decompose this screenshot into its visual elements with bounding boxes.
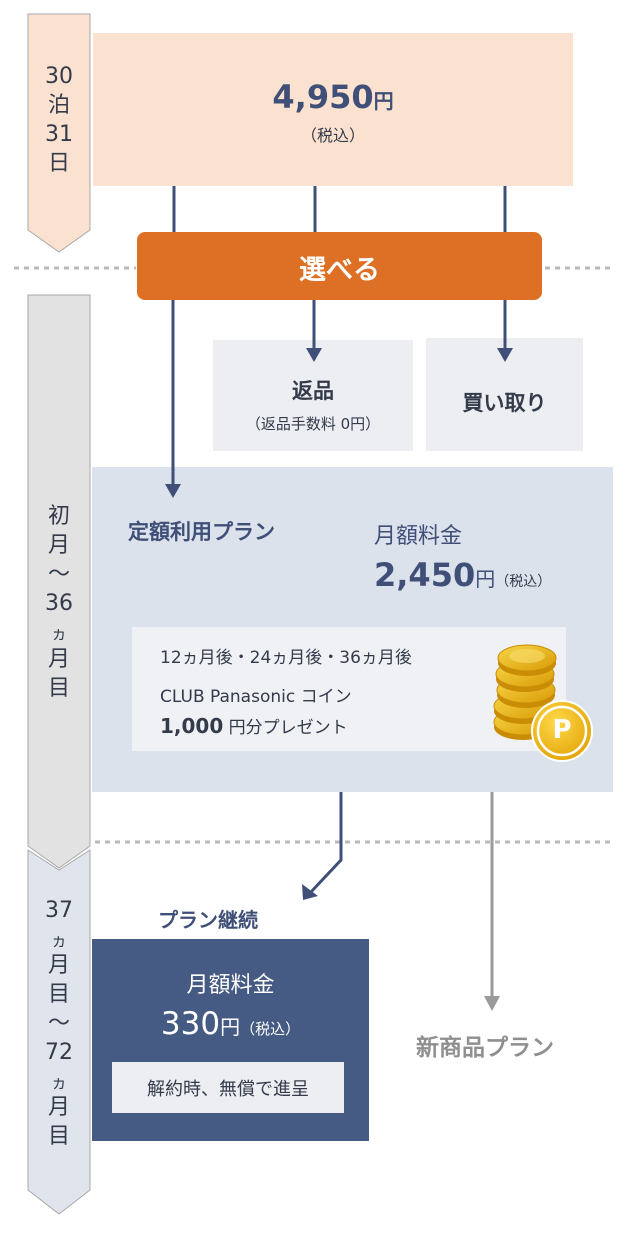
continue-monthly-label: 月額料金	[186, 973, 275, 998]
timeline-char: 月	[47, 647, 70, 672]
point-badge-letter: P	[552, 715, 572, 745]
subscription-monthly-label: 月額料金	[374, 524, 463, 549]
timeline-char: ヵ	[50, 624, 67, 643]
timeline-char: ヵ	[50, 1073, 67, 1092]
bonus-box	[132, 627, 566, 751]
choose-bar	[137, 232, 542, 300]
subscription-price-value: 2,450	[374, 556, 476, 594]
timeline-char: 36	[45, 591, 73, 616]
timeline-label-subscription: 初 月 〜 36 ヵ 月 目	[28, 504, 90, 714]
arrow-to-buyout	[497, 300, 513, 362]
timeline-char: 目	[47, 982, 70, 1007]
timeline-label-trial: 30 泊 31 日	[28, 64, 90, 184]
point-badge-icon	[531, 700, 593, 762]
subscription-price-yen: 円	[475, 567, 496, 591]
timeline-char: 31	[45, 122, 73, 147]
continue-price-tax: （税込）	[240, 1020, 301, 1038]
timeline-char: 目	[47, 1124, 70, 1149]
continue-note: 解約時、無償で進呈	[147, 1079, 309, 1100]
arrow-to-new-plan	[484, 792, 500, 1011]
return-note: （返品手数料 0円）	[245, 415, 381, 433]
trial-price-value: 4,950	[272, 78, 374, 116]
continuation-note-box	[112, 1062, 344, 1113]
arrow-to-plan-continuation	[302, 792, 343, 900]
timeline-char: 〜	[47, 562, 70, 587]
timeline-char: 72	[45, 1040, 73, 1065]
buyout-title: 買い取り	[462, 391, 547, 415]
bonus-amount-value: 1,000	[160, 714, 224, 738]
bonus-schedule: 12ヵ月後・24ヵ月後・36ヵ月後	[160, 648, 412, 668]
arrow-to-subscription	[165, 300, 181, 498]
arrow-to-return	[306, 300, 322, 362]
timeline-char: 30	[45, 64, 73, 89]
timeline-char: 初	[47, 504, 70, 529]
trial-tax: （税込）	[300, 126, 365, 145]
subscription-price: 2,450円（税込）	[374, 556, 551, 594]
timeline-char: 泊	[47, 93, 70, 118]
continue-plan-title: プラン継続	[158, 908, 258, 932]
return-title: 返品	[292, 379, 334, 403]
continue-price-value: 330	[160, 1006, 221, 1042]
bonus-amount: 1,000 円分プレゼント	[160, 713, 348, 738]
choose-label: 選べる	[299, 255, 380, 286]
new-plan-label: 新商品プラン	[416, 1035, 554, 1061]
subscription-price-tax: （税込）	[495, 574, 552, 590]
timeline-label-continuation: 37 ヵ 月 目 〜 72 ヵ 月 目	[28, 898, 90, 1168]
timeline-char: 月	[47, 1095, 70, 1120]
continue-price: 330円（税込）	[92, 1006, 369, 1042]
timeline-char: 月	[47, 533, 70, 558]
trial-price: 4,950円	[93, 78, 573, 116]
bonus-program: CLUB Panasonic コイン	[160, 687, 352, 707]
timeline-char: 日	[47, 151, 70, 176]
bonus-amount-text: 円分プレゼント	[223, 718, 348, 738]
trial-panel	[93, 33, 573, 186]
timeline-char: 目	[47, 676, 70, 701]
continue-price-yen: 円	[220, 1015, 241, 1039]
timeline-arrow-continuation	[27, 849, 91, 1215]
timeline-arrow-trial	[27, 13, 91, 253]
timeline-char: 37	[45, 898, 73, 923]
subscription-title: 定額利用プラン	[128, 520, 275, 544]
trial-price-yen: 円	[373, 89, 394, 113]
timeline-char: ヵ	[50, 931, 67, 950]
timeline-arrow-subscription	[27, 294, 91, 869]
timeline-char: 月	[47, 953, 70, 978]
timeline-char: 〜	[47, 1011, 70, 1036]
